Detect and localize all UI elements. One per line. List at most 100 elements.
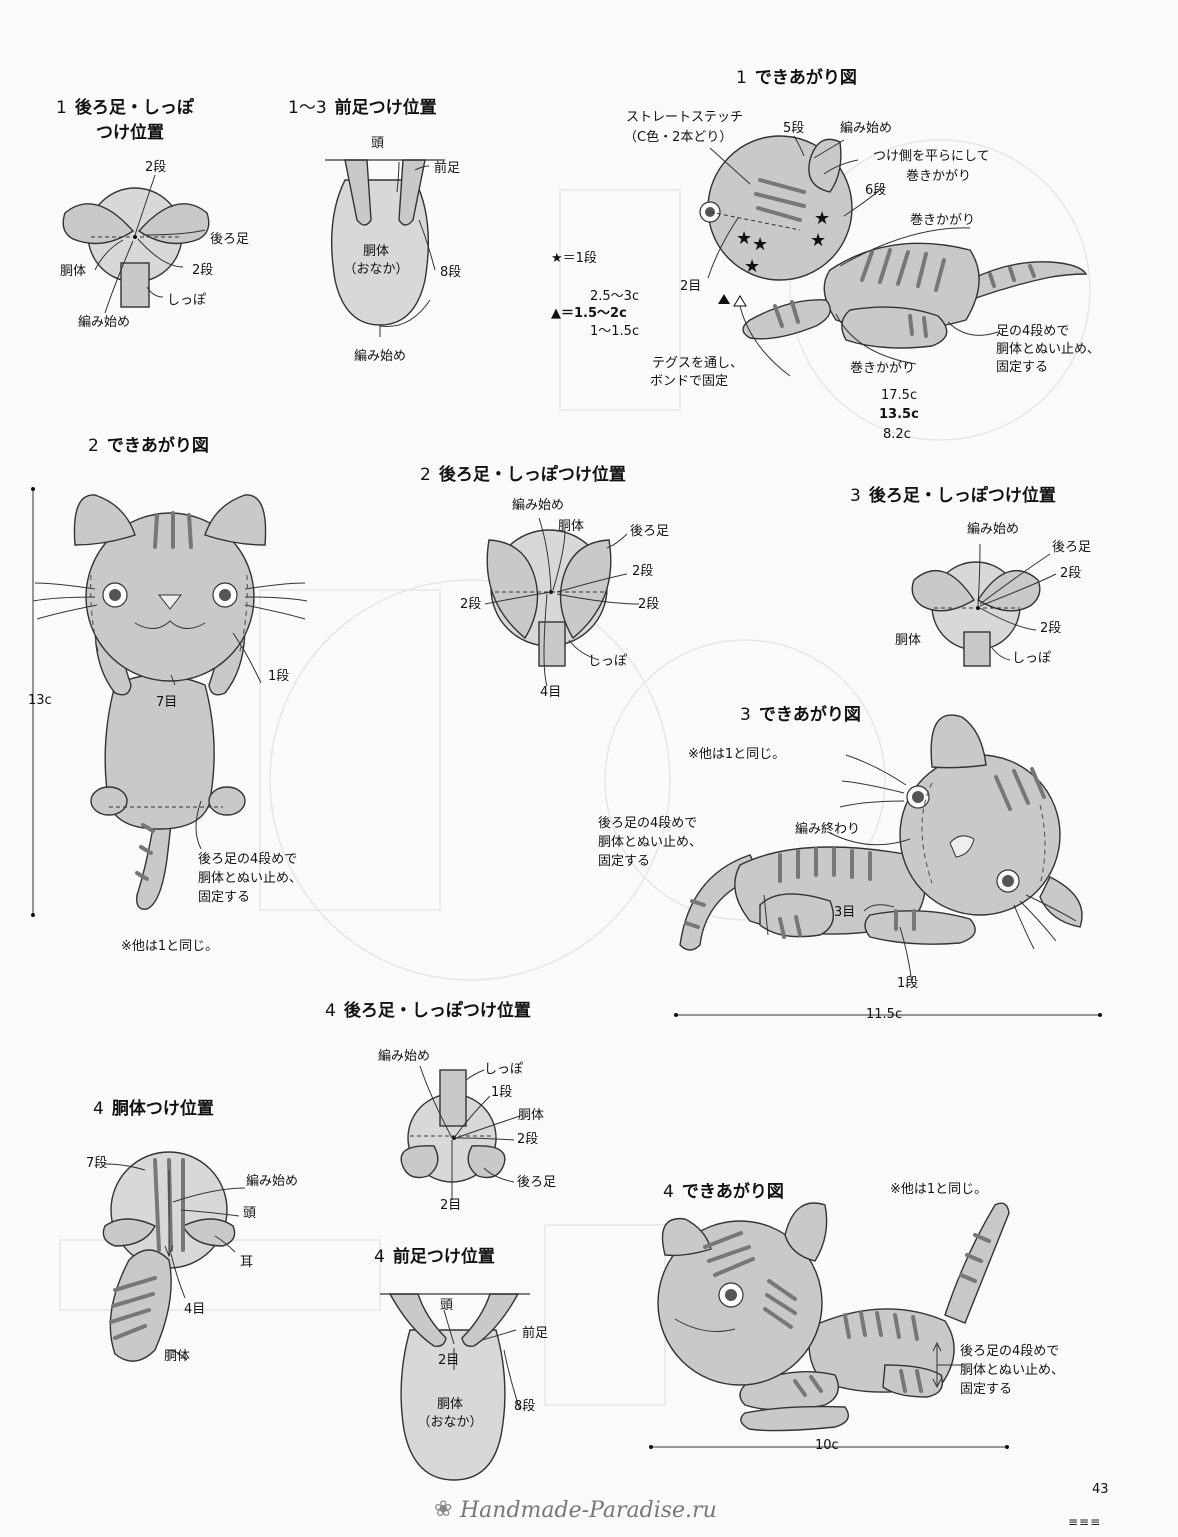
f1-label-tsukegawa: つけ側を平らにして <box>873 149 990 164</box>
d4h-label-dotai: 胴体 <box>518 1108 545 1123</box>
f1-label-makikagari-top: 巻きかがり <box>906 169 972 184</box>
f2-label-ushiro4dan: 後ろ足の4段めで <box>198 852 298 867</box>
d4f-label-atama: 頭 <box>440 1298 454 1313</box>
d4f-label-2me: 2目 <box>438 1353 460 1368</box>
f2-label-1dan: 1段 <box>268 669 290 684</box>
f2-label-7me: 7目 <box>156 695 178 710</box>
f3-label-3me: 3目 <box>834 905 856 920</box>
f4-label-ushiro4dan: 後ろ足の4段めで <box>960 1344 1060 1359</box>
f4-label-other: ※他は1と同じ。 <box>890 1182 988 1197</box>
f1-label-bond: ボンドで固定 <box>650 374 729 389</box>
f1-label-tegusu: テグスを通し、 <box>652 356 744 371</box>
f1-label-nuitome: 胴体とぬい止め、 <box>996 342 1101 357</box>
f1-label-w2: 13.5c <box>879 407 919 422</box>
d2h-label-2dan-r2: 2段 <box>638 597 660 612</box>
d3h-label-2dan-top: 2段 <box>1060 566 1082 581</box>
f2-label-other: ※他は1と同じ。 <box>121 939 219 954</box>
svg-text:★: ★ <box>814 208 830 229</box>
d2h-label-amihajime: 編み始め <box>512 498 565 513</box>
f3-label-w: 11.5c <box>866 1007 903 1022</box>
page-number: 43 <box>1092 1482 1109 1497</box>
d13-label-atama: 頭 <box>371 136 385 151</box>
f1-label-makikagari: 巻きかがり <box>910 213 976 228</box>
d4b-label-atama: 頭 <box>243 1206 257 1221</box>
section-1-hind-title-line2: つけ位置 <box>96 123 164 143</box>
f1-label-5dan: 5段 <box>783 121 805 136</box>
f2-label-kotei: 固定する <box>198 890 251 905</box>
d1h-label-amihajime: 編み始め <box>78 315 131 330</box>
d2h-label-dotai: 胴体 <box>558 519 585 534</box>
footer-marks: ≡≡≡ <box>1068 1515 1102 1529</box>
f4-label-kotei: 固定する <box>960 1382 1013 1397</box>
d1h-label-2dan-top: 2段 <box>145 160 167 175</box>
diagram-1-hind-legs <box>62 174 210 314</box>
diagram-4-front-legs <box>380 1293 530 1481</box>
d2h-label-shippo: しっぽ <box>588 654 628 669</box>
f2-label-height: 13c <box>28 693 52 708</box>
f3-label-amiowari: 編み終わり <box>795 822 861 837</box>
diagram-3-finished-cat <box>674 714 1102 1017</box>
diagram-13-front-legs <box>325 159 445 337</box>
f4-label-w: 10c <box>815 1438 839 1453</box>
f1-label-straight2: （C色・2本どり） <box>624 130 733 145</box>
d13-label-onaka: （おなか） <box>343 262 409 277</box>
f1-label-tri-c: 1〜1.5c <box>590 324 640 339</box>
d3h-label-dotai: 胴体 <box>895 633 922 648</box>
d4b-label-dotai: 胴体 <box>164 1349 191 1364</box>
d2h-label-2dan-l: 2段 <box>460 597 482 612</box>
d1h-label-ushiroashi: 後ろ足 <box>210 232 250 247</box>
d4h-label-1dan: 1段 <box>491 1085 513 1100</box>
d4b-label-4me: 4目 <box>184 1302 206 1317</box>
f1-label-amihajime: 編み始め <box>840 121 893 136</box>
f1-label-ashi4dan: 足の4段めで <box>996 324 1070 339</box>
diagram-4-body-position <box>102 1151 246 1362</box>
d4h-label-ushiroashi: 後ろ足 <box>517 1175 557 1190</box>
diagram-3-hind-legs <box>911 543 1057 667</box>
d2h-label-ushiroashi: 後ろ足 <box>630 524 670 539</box>
f1-label-makikagari2: 巻きかがり <box>850 361 916 376</box>
f3-label-kotei: 固定する <box>598 854 651 869</box>
d4b-label-mimi: 耳 <box>240 1255 254 1270</box>
d4h-label-shippo: しっぽ <box>484 1062 524 1077</box>
svg-text:★: ★ <box>752 234 768 255</box>
d4b-label-7dan: 7段 <box>86 1156 108 1171</box>
d3h-label-2dan: 2段 <box>1040 621 1062 636</box>
diagram-4-hind-legs <box>400 1065 521 1200</box>
d13-label-amihajime: 編み始め <box>354 349 407 364</box>
d2h-label-4me: 4目 <box>540 685 562 700</box>
d3h-label-shippo: しっぽ <box>1012 651 1052 666</box>
d4h-label-2me: 2目 <box>440 1198 462 1213</box>
d13-label-dotai: 胴体 <box>362 244 389 259</box>
d1h-label-shippo: しっぽ <box>167 293 207 308</box>
watermark: Handmade-Paradise.ru <box>460 1498 717 1523</box>
svg-text:★: ★ <box>736 228 752 249</box>
f1-label-tri-a: 2.5〜3c <box>590 289 640 304</box>
d3h-label-amihajime: 編み始め <box>967 522 1020 537</box>
d1h-label-dotai: 胴体 <box>60 264 87 279</box>
svg-text:★: ★ <box>810 230 826 251</box>
diagram-2-hind-legs <box>484 517 640 687</box>
d4f-label-8dan: 8段 <box>514 1399 536 1414</box>
f1-label-2me: 2目 <box>680 279 702 294</box>
f1-label-tri-b: ▲＝1.5〜2c <box>551 306 627 321</box>
diagram-2-finished-cat <box>31 487 308 917</box>
d13-label-maeashi: 前足 <box>434 161 461 176</box>
diagram-1-finished-cat: ★★★ ★★ <box>699 135 1088 377</box>
svg-text:★: ★ <box>744 256 760 277</box>
d13-label-8dan: 8段 <box>440 265 462 280</box>
d3h-label-ushiroashi: 後ろ足 <box>1052 540 1092 555</box>
f1-label-star-legend: ★＝1段 <box>551 251 597 266</box>
